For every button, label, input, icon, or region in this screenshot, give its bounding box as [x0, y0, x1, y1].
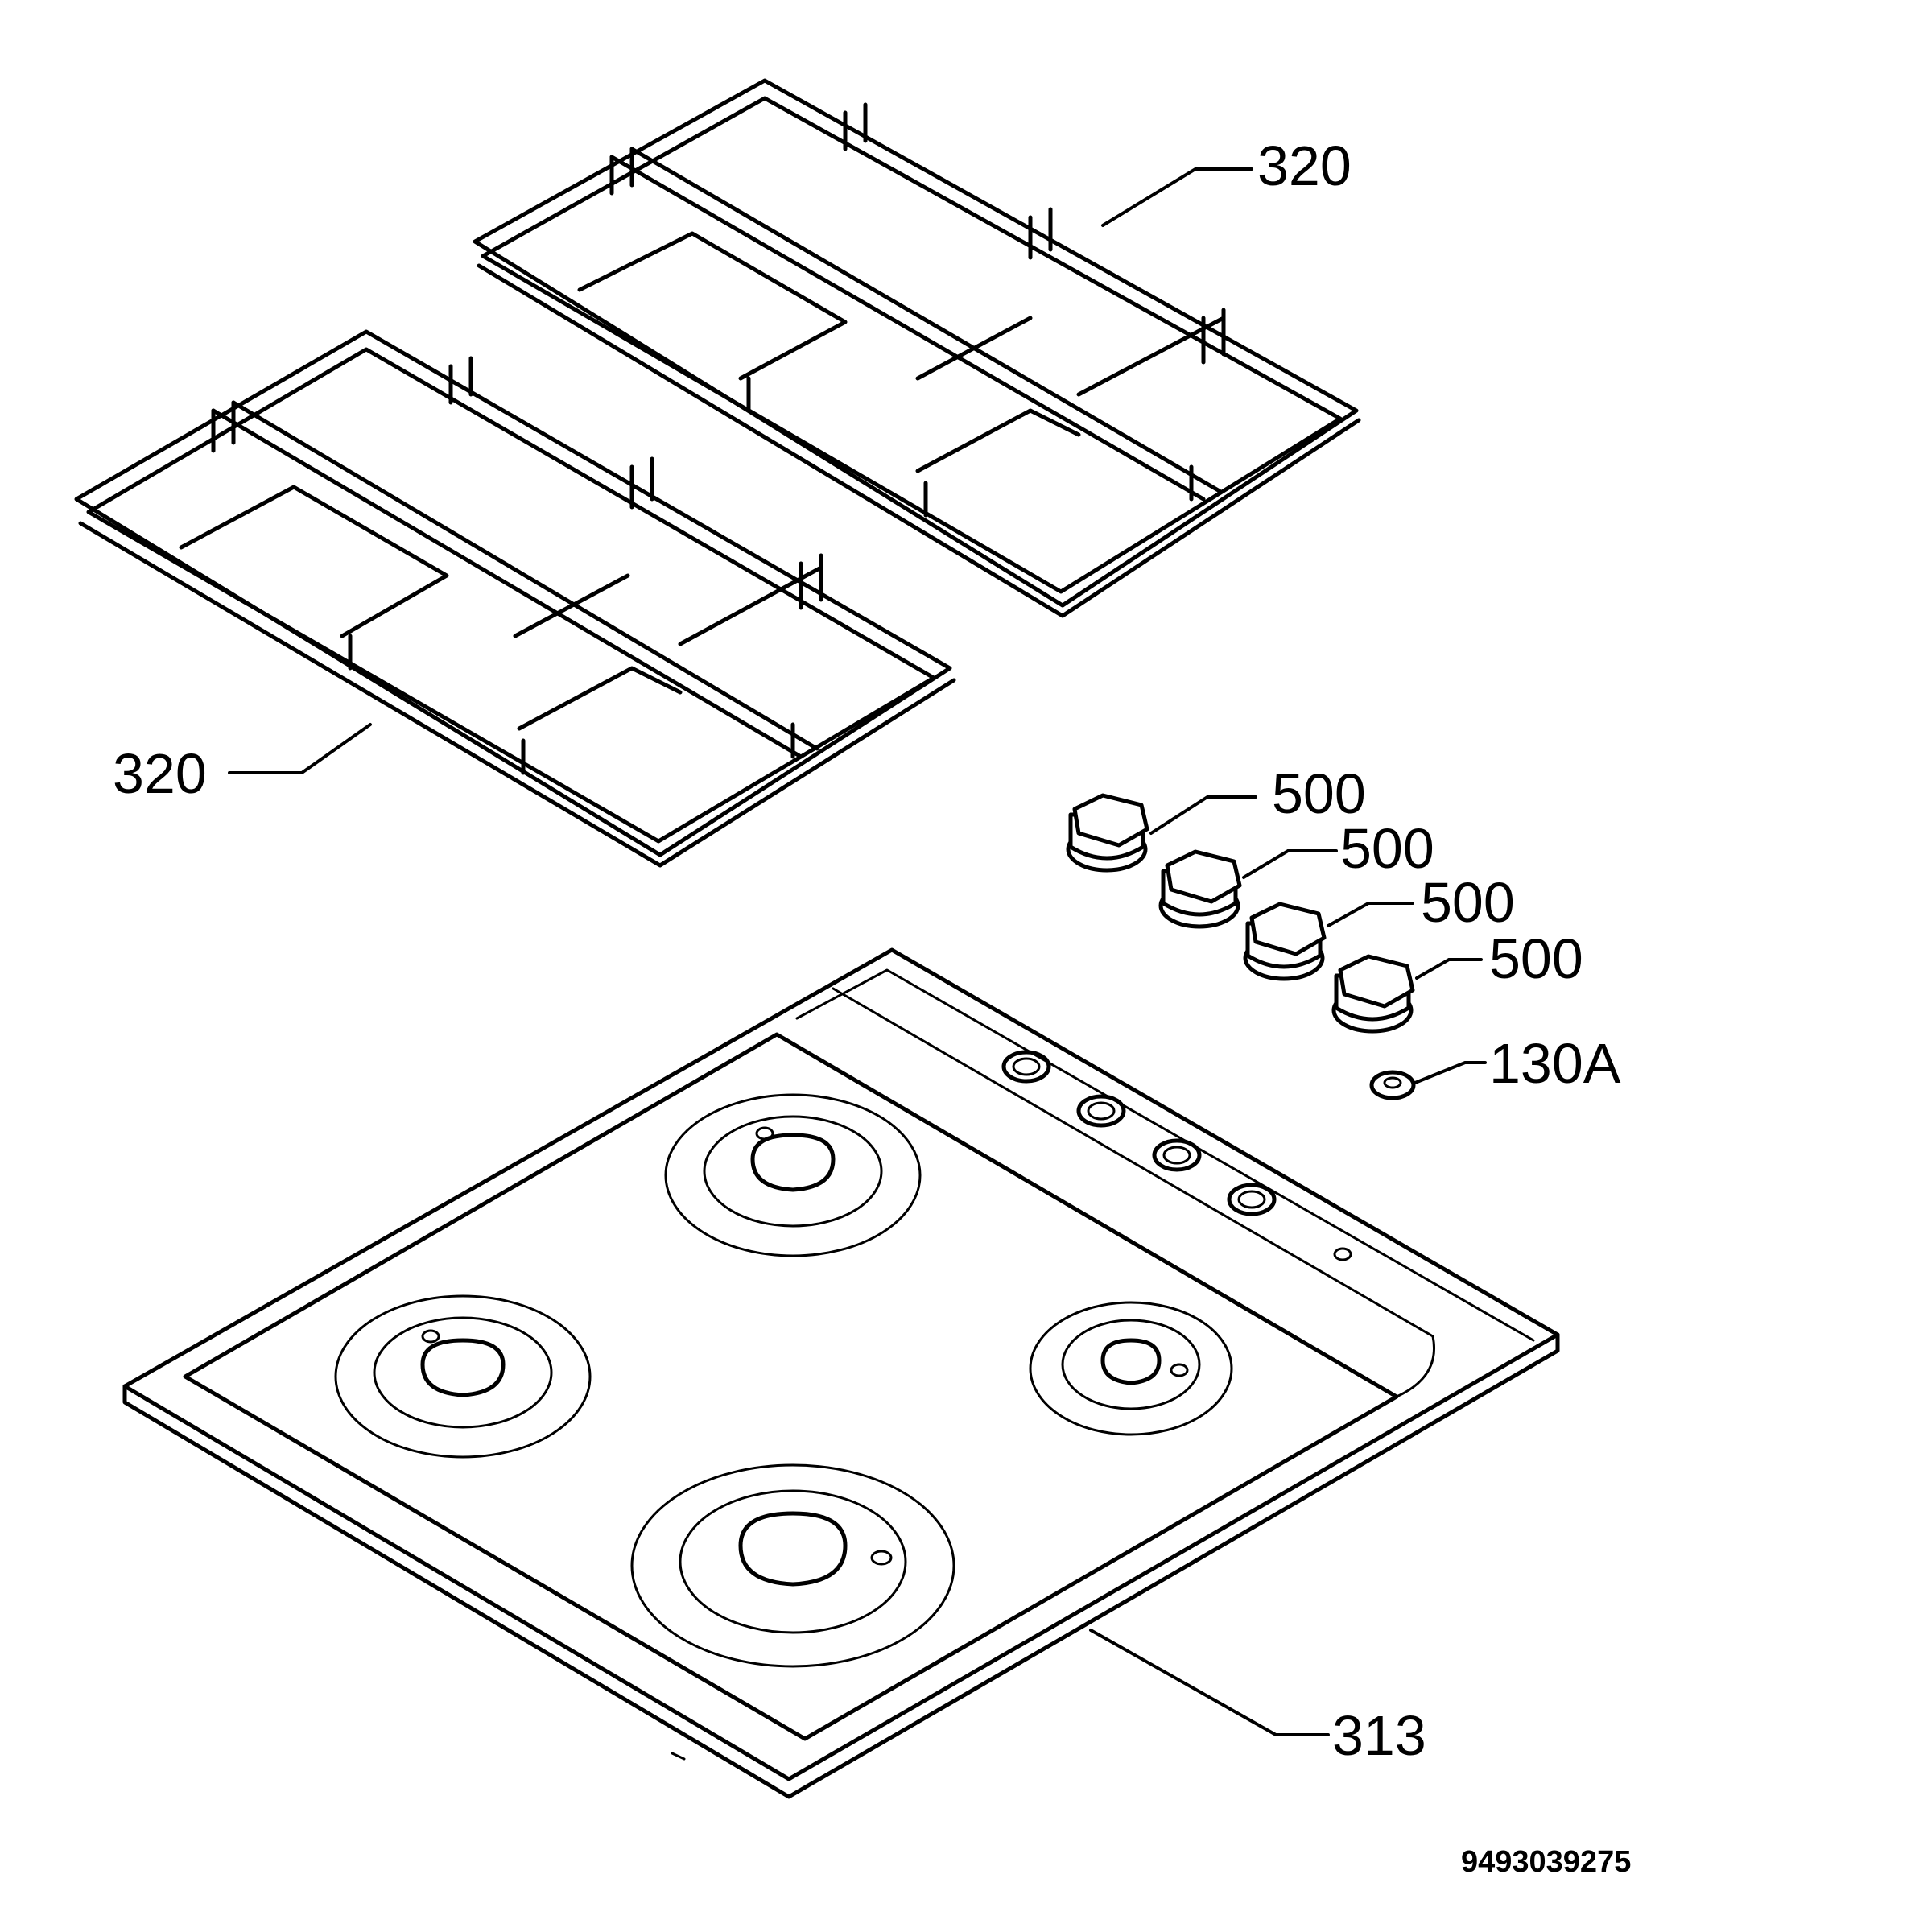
leader-grid-left — [228, 723, 372, 774]
control-knob-4 — [1331, 954, 1415, 1034]
callout-grid-top: 320 — [1257, 134, 1352, 197]
control-knob-1 — [1066, 793, 1149, 873]
callout-knob-insert: 130A — [1489, 1032, 1621, 1095]
callout-grid-left: 320 — [113, 742, 207, 805]
leader-grid-top — [1101, 167, 1253, 227]
leader-knob-insert — [1414, 1061, 1487, 1084]
leader-hob-top — [1089, 1629, 1330, 1736]
callout-knob-2: 500 — [1340, 817, 1434, 880]
leader-knob-1 — [1149, 795, 1257, 835]
callout-knob-4: 500 — [1489, 927, 1583, 990]
control-knob-3 — [1243, 902, 1327, 981]
leader-knob-3 — [1327, 902, 1414, 927]
leader-knob-2 — [1242, 849, 1338, 879]
hob-top-plate — [122, 947, 1560, 1799]
callout-hob-top: 313 — [1332, 1704, 1426, 1767]
leader-knob-4 — [1415, 958, 1483, 980]
callout-knob-1: 500 — [1272, 762, 1366, 825]
pan-support-grid-top — [473, 78, 1361, 618]
pan-support-grid-left — [74, 329, 956, 868]
callout-knob-3: 500 — [1421, 871, 1515, 934]
document-code: 9493039275 — [1461, 1845, 1631, 1879]
knob-insert — [1369, 1070, 1416, 1100]
control-knob-2 — [1158, 849, 1242, 929]
